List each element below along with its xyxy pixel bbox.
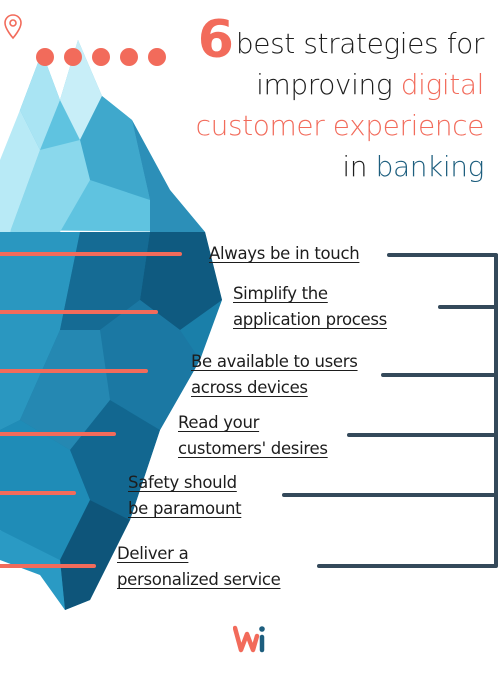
title-line-2-plain: improving — [256, 68, 401, 101]
title-number: 6 — [197, 10, 234, 70]
strategy-2-line-2: application process — [233, 310, 387, 329]
dot — [92, 48, 110, 66]
decorative-dots — [36, 48, 166, 66]
red-connector-5 — [0, 491, 76, 495]
title-line-4: in banking — [196, 146, 484, 187]
dot — [36, 48, 54, 66]
title-line-3: customer experience — [195, 109, 485, 142]
strategy-item-6[interactable]: Deliver a personalized service — [117, 541, 281, 593]
red-connector-2 — [0, 310, 158, 314]
dark-connector-4 — [347, 433, 498, 437]
title-line-2-accent: digital — [400, 68, 485, 101]
strategy-item-3[interactable]: Be available to users across devices — [191, 349, 358, 401]
dark-connector-1 — [387, 253, 498, 257]
dot — [120, 48, 138, 66]
iceberg-illustration — [0, 40, 222, 610]
dark-connector-5 — [282, 493, 498, 497]
strategy-5-line-2: be paramount — [128, 499, 242, 518]
wi-logo-icon — [233, 625, 265, 653]
strategy-4-line-1: Read your — [178, 413, 260, 432]
strategy-item-2[interactable]: Simplify the application process — [233, 281, 387, 333]
red-connector-4 — [0, 432, 116, 436]
dot — [148, 48, 166, 66]
title-line-2: improving digital — [196, 64, 484, 105]
strategy-item-1[interactable]: Always be in touch — [209, 241, 360, 267]
red-connector-1 — [0, 252, 182, 256]
dark-connector-3 — [381, 373, 498, 377]
title-line-4-plain: in — [342, 150, 376, 183]
strategy-5-line-1: Safety should — [128, 473, 237, 492]
location-pin-icon — [4, 14, 22, 40]
strategy-6-line-2: personalized service — [117, 570, 281, 589]
red-connector-6 — [0, 564, 96, 568]
strategy-3-line-1: Be available to users — [191, 352, 358, 371]
strategy-item-4[interactable]: Read your customers' desires — [178, 410, 328, 462]
right-bracket — [494, 254, 498, 566]
title-line-4-blue: banking — [375, 150, 485, 183]
strategy-item-5[interactable]: Safety should be paramount — [128, 470, 242, 522]
red-connector-3 — [0, 369, 148, 373]
strategy-3-line-2: across devices — [191, 378, 308, 397]
title-line-1-text: best strategies for — [235, 27, 485, 60]
dot — [64, 48, 82, 66]
dark-connector-2 — [438, 305, 498, 309]
strategy-1-line-1: Always be in touch — [209, 244, 360, 263]
dark-connector-6 — [317, 564, 498, 568]
strategy-6-line-1: Deliver a — [117, 544, 189, 563]
strategy-4-line-2: customers' desires — [178, 439, 328, 458]
strategy-2-line-1: Simplify the — [233, 284, 328, 303]
